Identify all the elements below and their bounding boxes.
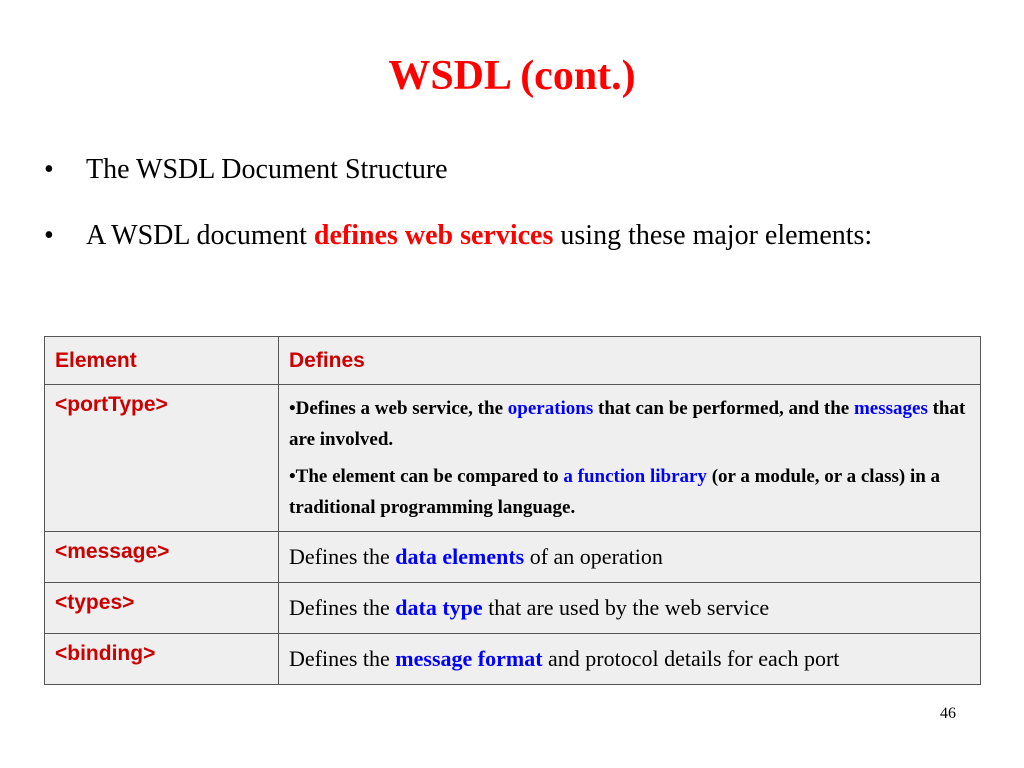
- definition-text: Defines the: [289, 544, 396, 569]
- table-row: <portType> •Defines a web service, the o…: [44, 384, 981, 532]
- definition-text: •Defines a web service, the: [289, 398, 508, 419]
- table-row: <types> Defines the data type that are u…: [44, 582, 981, 634]
- bullet-document-structure: • The WSDL Document Structure: [44, 148, 944, 191]
- definition-paragraph: •The element can be compared to a functi…: [289, 461, 970, 523]
- bullet-highlight: defines web services: [313, 220, 554, 251]
- definition-text: of an operation: [524, 544, 663, 569]
- defines-cell-binding: Defines the message format and protocol …: [278, 633, 981, 685]
- definition-text: •The element can be compared to: [289, 466, 564, 487]
- defines-cell-types: Defines the data type that are used by t…: [278, 582, 981, 634]
- bullet-text-after: using these major elements:: [553, 220, 873, 251]
- element-cell-binding: <binding>: [44, 633, 279, 685]
- definition-highlight: operations: [507, 398, 594, 419]
- element-cell-message: <message>: [44, 531, 279, 583]
- definition-text: Defines the: [289, 646, 396, 671]
- bullet-defines-web-services: • A WSDL document defines web services u…: [44, 214, 944, 257]
- definition-highlight: data elements: [395, 544, 525, 569]
- definition-paragraph: •Defines a web service, the operations t…: [289, 393, 970, 455]
- table-header-row: Element Defines: [44, 336, 981, 385]
- element-cell-types: <types>: [44, 582, 279, 634]
- definition-text: that can be performed, and the: [593, 398, 854, 419]
- definition-text: Defines the: [289, 595, 396, 620]
- slide-number: 46: [940, 705, 956, 722]
- definition-text: that are used by the web service: [482, 595, 770, 620]
- bullet-text: The WSDL Document Structure: [86, 154, 448, 185]
- bullet-dot-icon: •: [44, 154, 54, 185]
- column-header-element: Element: [44, 336, 279, 385]
- column-header-defines: Defines: [278, 336, 981, 385]
- bullet-text-before: A WSDL document: [86, 220, 314, 251]
- bullet-dot-icon: •: [44, 220, 54, 251]
- defines-cell-message: Defines the data elements of an operatio…: [278, 531, 981, 583]
- defines-cell-porttype: •Defines a web service, the operations t…: [278, 384, 981, 532]
- definition-highlight: message format: [395, 646, 543, 671]
- table-row: <binding> Defines the message format and…: [44, 633, 981, 685]
- table-row: <message> Defines the data elements of a…: [44, 531, 981, 583]
- wsdl-elements-table: Element Defines <portType> •Defines a we…: [44, 336, 981, 685]
- definition-text: and protocol details for each port: [542, 646, 840, 671]
- bullet-list: • The WSDL Document Structure • A WSDL d…: [44, 148, 944, 257]
- element-cell-porttype: <portType>: [44, 384, 279, 532]
- definition-text: that are involved.: [289, 398, 966, 450]
- definition-text: (or a module, or a class) in a tradition…: [289, 466, 941, 518]
- definition-highlight: messages: [853, 398, 928, 419]
- definition-highlight: a function library: [563, 466, 707, 487]
- slide-title: WSDL (cont.): [388, 53, 636, 99]
- definition-highlight: data type: [395, 595, 483, 620]
